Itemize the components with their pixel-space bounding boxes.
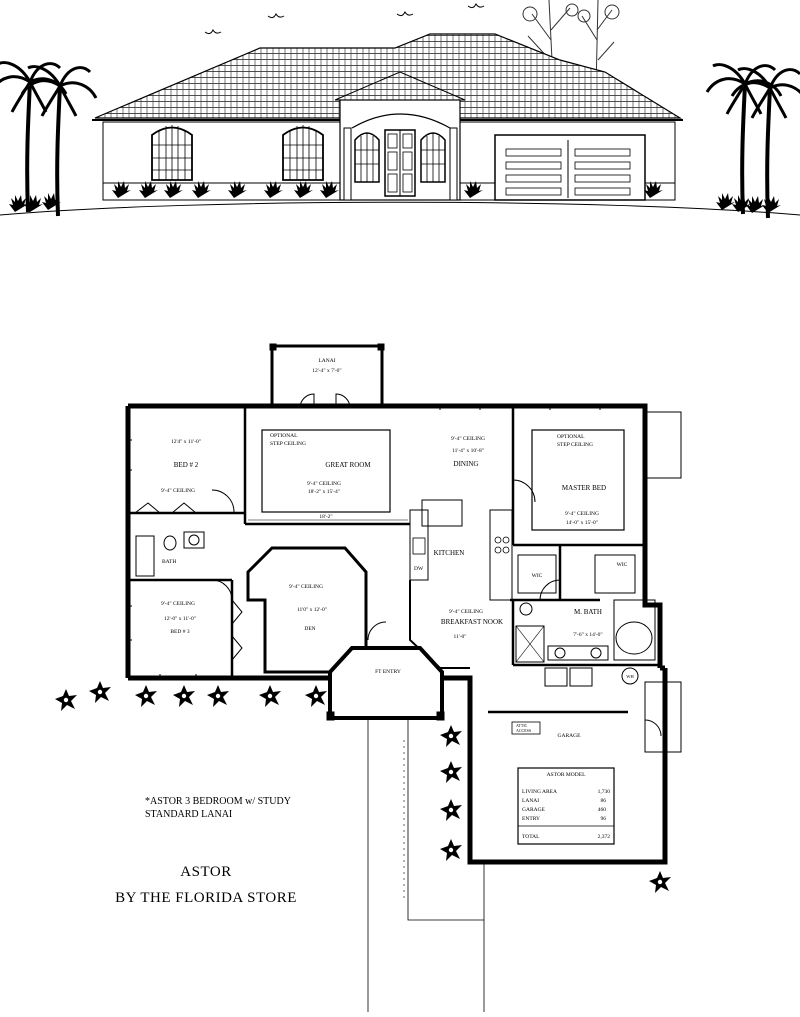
dining-label: DINING bbox=[454, 460, 479, 468]
wic-right-label: WIC bbox=[617, 562, 628, 568]
area-table: ASTOR MODEL LIVING AREA 1,730 LANAI 86 G… bbox=[522, 772, 610, 840]
area-row-entry-label: ENTRY bbox=[522, 816, 540, 822]
area-row-entry-value: 96 bbox=[601, 816, 607, 822]
dining-ceiling: 9'-4" CEILING bbox=[451, 436, 485, 442]
wic-left-label: WIC bbox=[532, 573, 543, 579]
kitchen-label: KITCHEN bbox=[434, 549, 465, 557]
area-row-lanai-label: LANAI bbox=[522, 798, 539, 804]
plan-caption-line2: STANDARD LANAI bbox=[145, 809, 232, 820]
great-width: 18'-2" bbox=[319, 514, 332, 520]
attic-label: ATTIC bbox=[516, 723, 528, 728]
master-bath-size: 7'-6" x 14'-0" bbox=[573, 632, 602, 638]
nook-ceiling: 9'-4" CEILING bbox=[449, 609, 483, 615]
master-bed-label: MASTER BED bbox=[562, 484, 606, 492]
bed2-label: BED # 2 bbox=[174, 461, 199, 469]
arched-windows bbox=[151, 125, 446, 183]
water-heater-label: WH bbox=[626, 674, 634, 679]
area-row-garage-value: 460 bbox=[598, 807, 607, 813]
area-table-title: ASTOR MODEL bbox=[547, 772, 587, 778]
master-size: 14'-0" x 15'-0" bbox=[566, 520, 598, 526]
dishwasher-label: DW bbox=[414, 566, 424, 572]
area-row-lanai-value: 86 bbox=[601, 798, 607, 804]
great-size: 18'-2" x 15'-4" bbox=[308, 489, 340, 495]
garage-label: GARAGE bbox=[558, 733, 582, 739]
master-bath-label: M. BATH bbox=[574, 608, 602, 616]
bed3-label: BED # 3 bbox=[170, 629, 190, 635]
area-row-living-value: 1,730 bbox=[598, 789, 611, 795]
front-elevation bbox=[0, 0, 800, 220]
area-total-label: TOTAL bbox=[522, 834, 540, 840]
lanai-label: LANAI bbox=[318, 358, 335, 364]
access-label: ACCESS bbox=[516, 728, 531, 733]
plan-caption-line1: *ASTOR 3 BEDROOM w/ STUDY bbox=[145, 796, 291, 807]
nook-label: BREAKFAST NOOK bbox=[441, 618, 503, 626]
floor-plan bbox=[125, 343, 682, 1012]
dining-size: 11'-4" x 10'-8" bbox=[452, 448, 484, 454]
master-ceiling: 9'-4" CEILING bbox=[565, 511, 599, 517]
den-label: DEN bbox=[304, 626, 315, 632]
bed3-size: 12'-0" x 11'-0" bbox=[164, 616, 196, 622]
great-step-ceiling: STEP CEILING bbox=[270, 441, 306, 447]
area-row-garage-label: GARAGE bbox=[522, 807, 546, 813]
lanai-size: 12'-4" x 7'-0" bbox=[312, 368, 341, 374]
bed2-size: 12'4" x 11'-0" bbox=[171, 439, 201, 445]
bed3-ceiling: 9'-4" CEILING bbox=[161, 601, 195, 607]
den-ceiling: 9'-4" CEILING bbox=[289, 584, 323, 590]
great-optional: OPTIONAL bbox=[270, 433, 298, 439]
room-labels: LANAI 12'-4" x 7'-0" 12'4" x 11'-0" BED … bbox=[161, 358, 634, 739]
great-ceiling: 9'-4" CEILING bbox=[307, 481, 341, 487]
brand-name: BY THE FLORIDA STORE bbox=[115, 890, 297, 906]
bed2-ceiling: 9'-4" CEILING bbox=[161, 488, 195, 494]
area-total-value: 2,372 bbox=[598, 834, 611, 840]
den-size: 11'0" x 12'-0" bbox=[297, 607, 327, 613]
roof bbox=[94, 33, 683, 119]
great-room-label: GREAT ROOM bbox=[325, 461, 371, 469]
model-name: ASTOR bbox=[180, 864, 231, 880]
master-step-ceiling: STEP CEILING bbox=[557, 442, 593, 448]
master-optional: OPTIONAL bbox=[557, 434, 585, 440]
nook-width: 11'-0" bbox=[453, 634, 466, 640]
front-entry-label: FT ENTRY bbox=[375, 669, 401, 675]
area-row-living-label: LIVING AREA bbox=[522, 789, 557, 795]
bath-label: BATH bbox=[162, 559, 176, 565]
